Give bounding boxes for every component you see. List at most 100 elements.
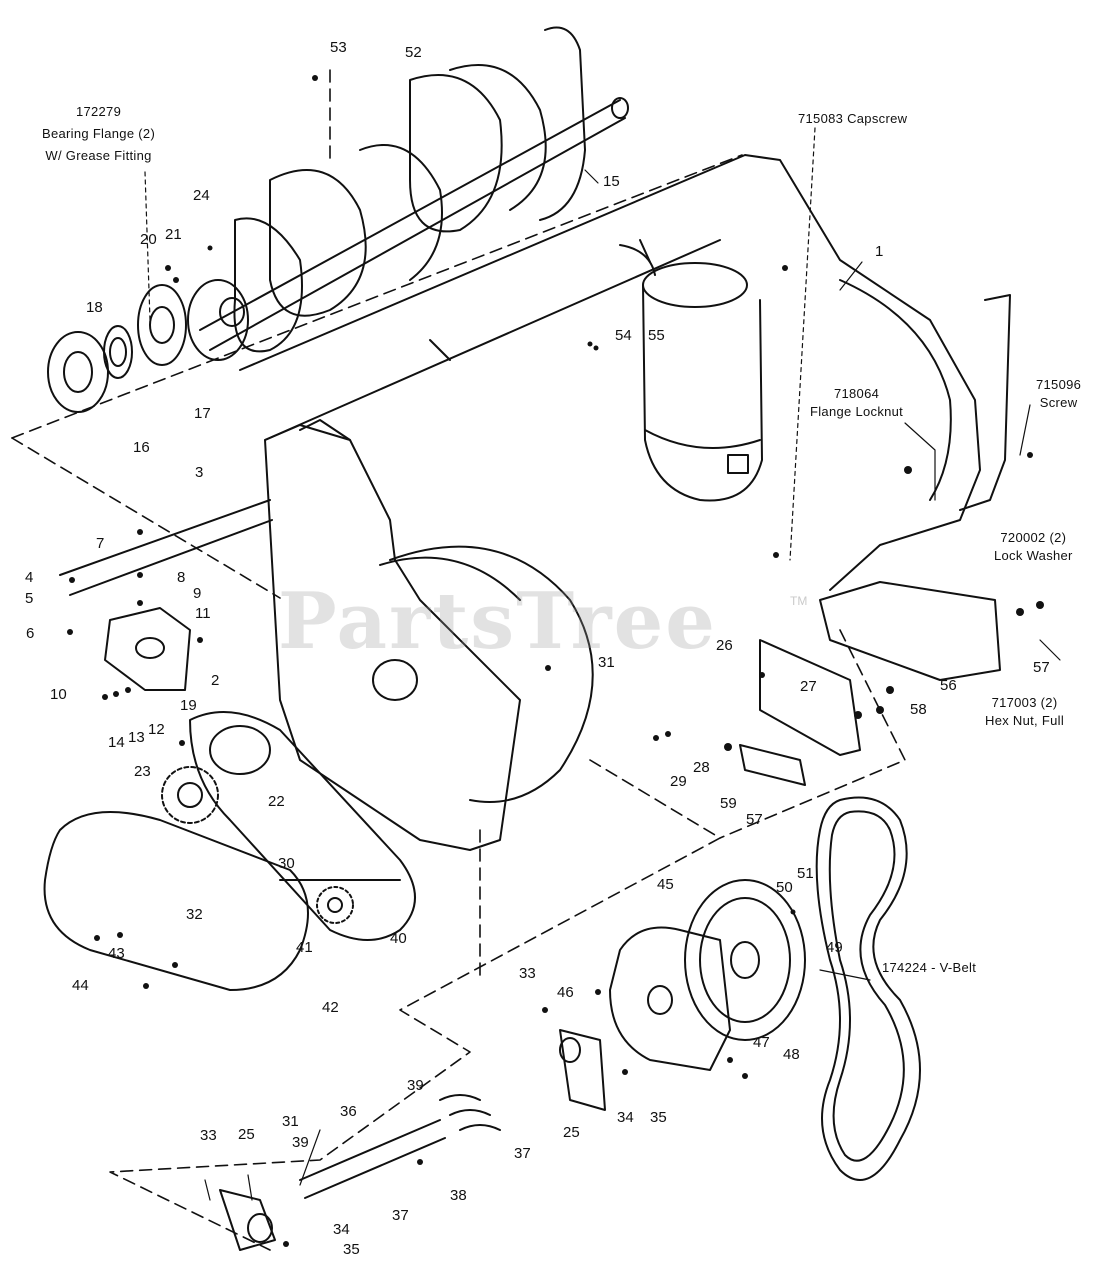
part-number-31-b: 31 bbox=[282, 1113, 299, 1130]
part-number-47: 47 bbox=[753, 1034, 770, 1051]
part-number-18: 18 bbox=[86, 299, 103, 316]
part-number-38: 38 bbox=[450, 1187, 467, 1204]
part-number-30: 30 bbox=[278, 855, 295, 872]
screw-description: Screw bbox=[1039, 395, 1078, 410]
part-number-12: 12 bbox=[148, 721, 165, 738]
idler-parts bbox=[219, 1029, 606, 1251]
part-number-58: 58 bbox=[910, 701, 927, 718]
gear-cover bbox=[104, 607, 191, 691]
part-number-16: 16 bbox=[133, 439, 150, 456]
discharge-chute bbox=[642, 262, 763, 502]
pulley-assembly bbox=[609, 879, 806, 1071]
part-number-37-a: 37 bbox=[514, 1145, 531, 1162]
flange-locknut-callout: 718064 Flange Locknut bbox=[810, 386, 903, 420]
part-number-56: 56 bbox=[940, 677, 957, 694]
part-number-27: 27 bbox=[800, 678, 817, 695]
part-number-51: 51 bbox=[797, 865, 814, 882]
watermark-trademark: TM bbox=[790, 594, 808, 608]
part-number-14: 14 bbox=[108, 734, 125, 751]
bearing-flange-parts bbox=[47, 284, 187, 413]
part-number-9: 9 bbox=[193, 585, 202, 602]
part-number-11: 11 bbox=[195, 605, 211, 622]
part-number-46: 46 bbox=[557, 984, 574, 1001]
drive-shaft bbox=[59, 499, 273, 596]
part-number-25-b: 25 bbox=[238, 1126, 255, 1143]
part-number-3: 3 bbox=[195, 464, 204, 481]
screw-part-number: 715096 bbox=[1036, 377, 1082, 392]
part-number-26: 26 bbox=[716, 637, 733, 654]
part-number-57-b: 57 bbox=[746, 811, 763, 828]
bearing-flange-part-number: 172279 bbox=[75, 104, 122, 119]
part-number-24: 24 bbox=[193, 187, 210, 204]
part-number-35-b: 35 bbox=[343, 1241, 360, 1258]
part-number-21: 21 bbox=[165, 226, 182, 243]
part-number-31-a: 31 bbox=[598, 654, 615, 671]
bearing-flange-description: Bearing Flange (2) bbox=[42, 126, 156, 141]
part-number-53: 53 bbox=[330, 39, 347, 56]
part-number-5: 5 bbox=[25, 590, 34, 607]
part-number-28: 28 bbox=[693, 759, 710, 776]
lock-washer-part-number: 720002 (2) bbox=[1000, 530, 1067, 545]
flange-locknut-description: Flange Locknut bbox=[810, 404, 904, 419]
part-number-40: 40 bbox=[390, 930, 407, 947]
part-number-20: 20 bbox=[140, 231, 157, 248]
part-number-49: 49 bbox=[826, 939, 843, 956]
part-number-36: 36 bbox=[340, 1103, 357, 1120]
hex-nut-part-number: 717003 (2) bbox=[991, 695, 1058, 710]
capscrew-callout: 715083 Capscrew bbox=[798, 111, 907, 127]
part-number-48: 48 bbox=[783, 1046, 800, 1063]
part-number-44: 44 bbox=[72, 977, 89, 994]
part-number-25-a: 25 bbox=[563, 1124, 580, 1141]
sprockets bbox=[161, 766, 401, 924]
bearing-flange-note: W/ Grease Fitting bbox=[45, 148, 152, 163]
part-number-8: 8 bbox=[177, 569, 186, 586]
flange-locknut-part-number: 718064 bbox=[833, 386, 880, 401]
part-number-23: 23 bbox=[134, 763, 151, 780]
mounting-bracket bbox=[739, 294, 1011, 786]
part-number-59: 59 bbox=[720, 795, 737, 812]
part-number-22: 22 bbox=[268, 793, 285, 810]
part-number-19: 19 bbox=[180, 697, 197, 714]
hex-nut-callout: 717003 (2) Hex Nut, Full bbox=[985, 695, 1064, 729]
part-number-42: 42 bbox=[322, 999, 339, 1016]
part-number-15: 15 bbox=[603, 173, 620, 190]
screw-callout: 715096 Screw bbox=[1036, 377, 1081, 411]
v-belt-callout: 174224 - V-Belt bbox=[882, 960, 976, 976]
part-number-4: 4 bbox=[25, 569, 34, 586]
auger-housing bbox=[239, 154, 981, 591]
part-number-37-b: 37 bbox=[392, 1207, 409, 1224]
part-number-57-a: 57 bbox=[1033, 659, 1050, 676]
part-number-29: 29 bbox=[670, 773, 687, 790]
part-number-1: 1 bbox=[875, 243, 884, 260]
part-number-39-b: 39 bbox=[292, 1134, 309, 1151]
part-number-33-b: 33 bbox=[200, 1127, 217, 1144]
bearing-flange-callout: 172279 Bearing Flange (2) W/ Grease Fitt… bbox=[42, 104, 155, 164]
part-number-34-a: 34 bbox=[617, 1109, 634, 1126]
part-number-43: 43 bbox=[108, 945, 125, 962]
part-number-7: 7 bbox=[96, 535, 105, 552]
part-number-33-a: 33 bbox=[519, 965, 536, 982]
part-number-35-a: 35 bbox=[650, 1109, 667, 1126]
hardware-dots bbox=[67, 75, 1044, 1247]
part-number-13: 13 bbox=[128, 729, 145, 746]
part-number-32: 32 bbox=[186, 906, 203, 923]
part-number-52: 52 bbox=[405, 44, 422, 61]
part-number-55: 55 bbox=[648, 327, 665, 344]
part-number-41: 41 bbox=[296, 939, 313, 956]
v-belt bbox=[815, 796, 921, 1181]
part-number-2: 2 bbox=[211, 672, 220, 689]
part-number-45: 45 bbox=[657, 876, 674, 893]
gear-case-panel bbox=[264, 419, 594, 851]
lock-washer-callout: 720002 (2) Lock Washer bbox=[994, 530, 1073, 564]
part-number-54: 54 bbox=[615, 327, 632, 344]
part-number-17: 17 bbox=[194, 405, 211, 422]
chain-case bbox=[43, 711, 416, 991]
hex-nut-description: Hex Nut, Full bbox=[985, 713, 1065, 728]
part-number-50: 50 bbox=[776, 879, 793, 896]
parts-tree-watermark: PartsTree bbox=[278, 576, 717, 667]
capscrew-label: 715083 Capscrew bbox=[798, 111, 908, 126]
auger-assembly bbox=[187, 26, 629, 361]
part-number-39-a: 39 bbox=[407, 1077, 424, 1094]
